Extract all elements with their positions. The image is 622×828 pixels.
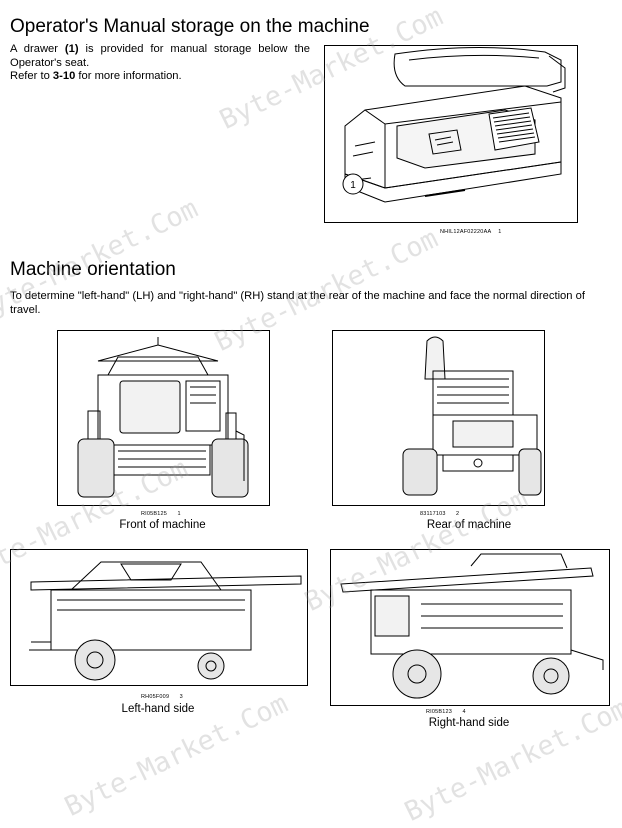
caption-right: Right-hand side — [428, 717, 510, 729]
text-fragment: Refer to — [10, 70, 53, 82]
callout-ref: (1) — [64, 43, 79, 55]
text-line-1: A drawer (1) is provided for manual stor… — [10, 43, 310, 57]
figure-code-right: RI05B123 4 — [426, 709, 466, 715]
text-line-3: Refer to 3-10 for more information. — [10, 70, 310, 84]
left-side-illustration — [29, 561, 302, 681]
text-line-2: Operator's seat. — [10, 56, 90, 69]
drawer-figure: 1 — [324, 45, 578, 223]
caption-left: Left-hand side — [121, 703, 195, 715]
figure-number: 2 — [456, 511, 460, 517]
figure-code-front: RI05B125 1 — [141, 511, 181, 517]
orientation-text: To determine "left-hand" (LH) and "right… — [10, 290, 615, 317]
figure-code-drawer: NHIL12AF02220AA 1 — [440, 229, 502, 235]
text-fragment: is provided for manual storage below the — [78, 43, 310, 55]
figure-code-rear: 83117103 2 — [420, 511, 459, 517]
text-fragment: for more information. — [75, 70, 182, 82]
drawer-illustration: 1 — [342, 46, 566, 203]
figure-code-left: RH05F009 3 — [141, 694, 183, 700]
right-side-illustration — [340, 553, 604, 699]
figure-number: 1 — [498, 229, 502, 235]
figure-code: RH05F009 — [141, 694, 170, 700]
rear-machine-illustration — [402, 336, 542, 496]
orientation-line-1: To determine "left-hand" (LH) and "right… — [10, 290, 585, 302]
rear-machine-figure — [332, 330, 545, 506]
left-side-figure — [10, 549, 308, 686]
caption-front: Front of machine — [119, 519, 206, 531]
figure-code: RI05B123 — [426, 709, 453, 715]
front-machine-illustration — [77, 337, 249, 498]
section-title-manual-storage: Operator's Manual storage on the machine — [10, 16, 370, 37]
figure-code: RI05B125 — [141, 511, 168, 517]
section-title-machine-orientation: Machine orientation — [10, 259, 176, 280]
text-fragment: A drawer — [10, 43, 65, 55]
right-side-figure — [330, 549, 610, 706]
caption-rear: Rear of machine — [426, 519, 512, 531]
page-ref: 3-10 — [52, 70, 76, 82]
front-machine-figure — [57, 330, 270, 506]
figure-number: 4 — [462, 709, 466, 715]
figure-number: 3 — [179, 694, 183, 700]
figure-code: 83117103 — [420, 511, 446, 517]
figure-number: 1 — [177, 511, 181, 517]
manual-storage-text: A drawer (1) is provided for manual stor… — [10, 43, 310, 84]
drawer-callout-label: 1 — [350, 180, 356, 191]
orientation-line-2: travel. — [10, 303, 41, 316]
figure-code: NHIL12AF02220AA — [440, 229, 492, 235]
